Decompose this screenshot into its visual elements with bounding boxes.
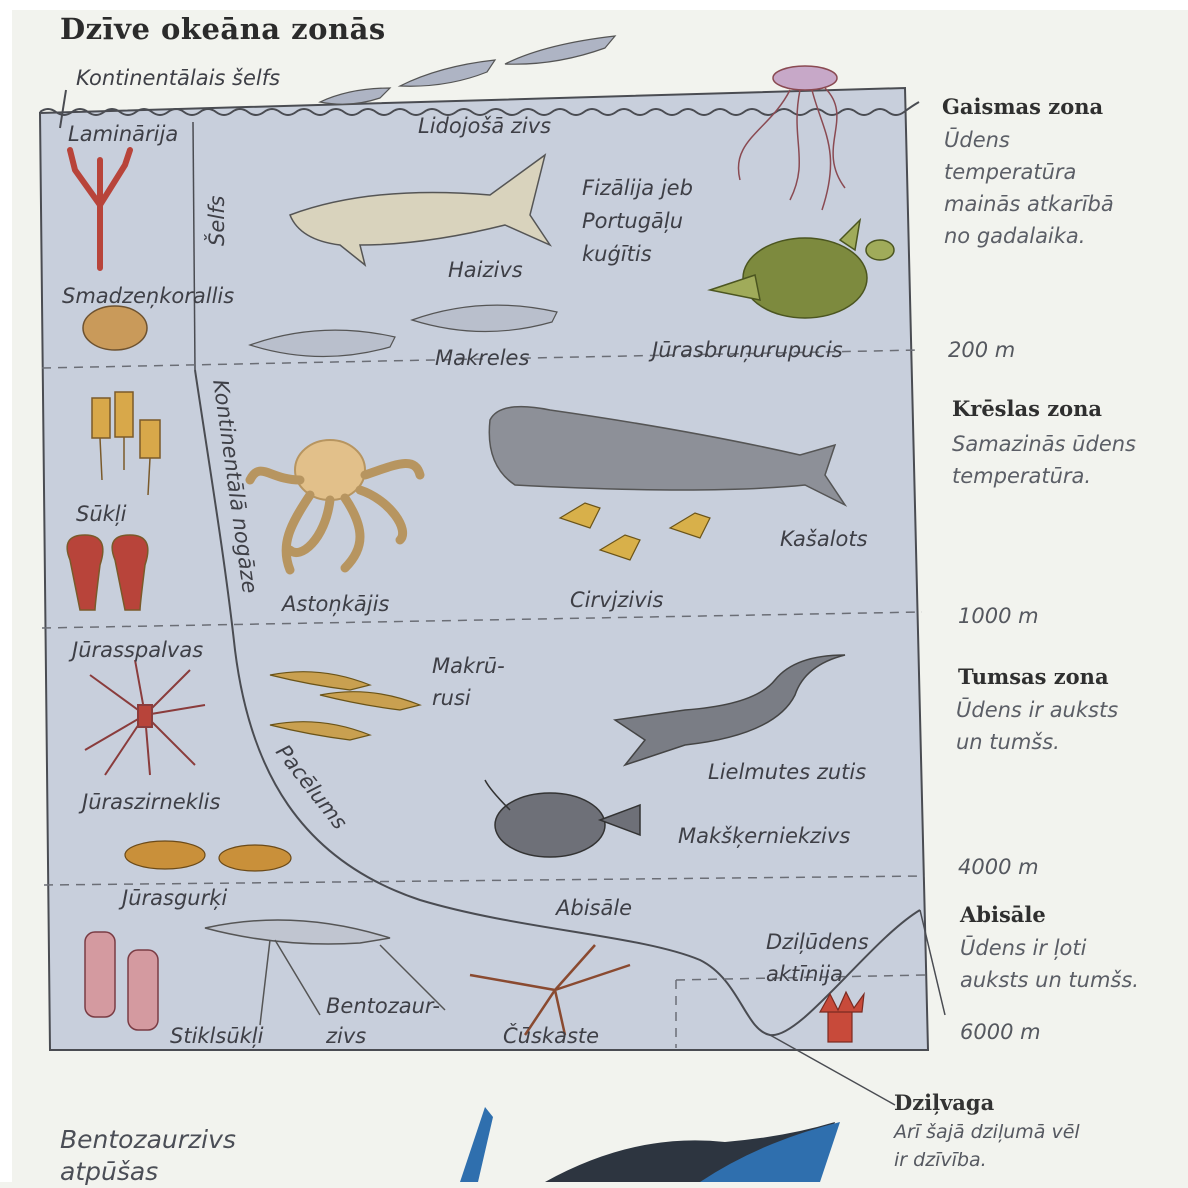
brain-coral-icon bbox=[83, 306, 147, 350]
zone-desc-dark: Ūdens ir auksts un tumšs. bbox=[956, 694, 1118, 758]
label-hatchetfish: Cirvjzivis bbox=[570, 588, 663, 612]
bottom-caption: Bentozaurzivs atpūšas bbox=[60, 1124, 236, 1188]
label-sea-pens: Jūrasspalvas bbox=[72, 638, 203, 662]
zone-desc-light: Ūdens temperatūra mainās atkarībā no gad… bbox=[944, 124, 1114, 252]
label-deep-anemone-1: Dziļūdens bbox=[766, 930, 869, 954]
label-sea-spider: Jūraszirneklis bbox=[82, 790, 220, 814]
label-gulper-eel: Lielmutes zutis bbox=[708, 760, 866, 784]
label-flying-fish: Lidojošā zivs bbox=[418, 114, 551, 138]
trench-desc: Arī šajā dziļumā vēl ir dzīvība. bbox=[894, 1118, 1080, 1174]
label-tripod-2: zivs bbox=[326, 1024, 366, 1048]
depth-1000: 1000 m bbox=[958, 604, 1039, 628]
bentosaur-resting-icon bbox=[460, 1107, 840, 1182]
label-sea-turtle: Jūrasbruņurupucis bbox=[652, 338, 843, 362]
label-brittle-star: Čūskaste bbox=[503, 1024, 599, 1048]
zone-title-light: Gaismas zona bbox=[942, 94, 1103, 119]
label-laminaria: Laminārija bbox=[68, 122, 178, 146]
label-abyssal-plain: Abisāle bbox=[556, 896, 632, 920]
label-sea-cucumbers: Jūrasgurķi bbox=[122, 886, 227, 910]
depth-200: 200 m bbox=[948, 338, 1015, 362]
label-macrourus-1: Makrū- bbox=[432, 654, 505, 678]
label-tripod-1: Bentozaur- bbox=[326, 994, 440, 1018]
zone-desc-abyssal: Ūdens ir ļoti auksts un tumšs. bbox=[960, 932, 1139, 996]
depth-6000: 6000 m bbox=[960, 1020, 1041, 1044]
label-anglerfish: Makšķerniekzivs bbox=[678, 824, 850, 848]
label-shark: Haizivs bbox=[448, 258, 523, 282]
zone-title-dark: Tumsas zona bbox=[958, 664, 1109, 689]
label-macrourus-2: rusi bbox=[432, 686, 471, 710]
label-glass-sponges: Stiklsūkļi bbox=[170, 1024, 263, 1048]
label-deep-anemone-2: aktīnija bbox=[766, 962, 843, 986]
label-physalia: Fizālija jeb Portugāļu kuģītis bbox=[582, 172, 693, 271]
label-continental-shelf-top: Kontinentālais šelfs bbox=[76, 66, 280, 90]
page-title: Dzīve okeāna zonās bbox=[60, 12, 386, 46]
zone-desc-twilight: Samazinās ūdens temperatūra. bbox=[952, 428, 1136, 492]
label-octopus: Astoņkājis bbox=[282, 592, 389, 616]
trench-title: Dziļvaga bbox=[894, 1090, 994, 1115]
label-sponges: Sūkļi bbox=[76, 502, 126, 526]
label-shelf: Šelfs bbox=[205, 196, 229, 246]
zone-title-twilight: Krēslas zona bbox=[952, 396, 1102, 421]
label-brain-coral: Smadzeņkorallis bbox=[62, 284, 234, 308]
depth-4000: 4000 m bbox=[958, 855, 1039, 879]
label-mackerel: Makreles bbox=[435, 346, 529, 370]
label-sperm-whale: Kašalots bbox=[780, 527, 868, 551]
flying-fish-icon bbox=[320, 36, 615, 104]
zone-title-abyssal: Abisāle bbox=[960, 902, 1046, 927]
